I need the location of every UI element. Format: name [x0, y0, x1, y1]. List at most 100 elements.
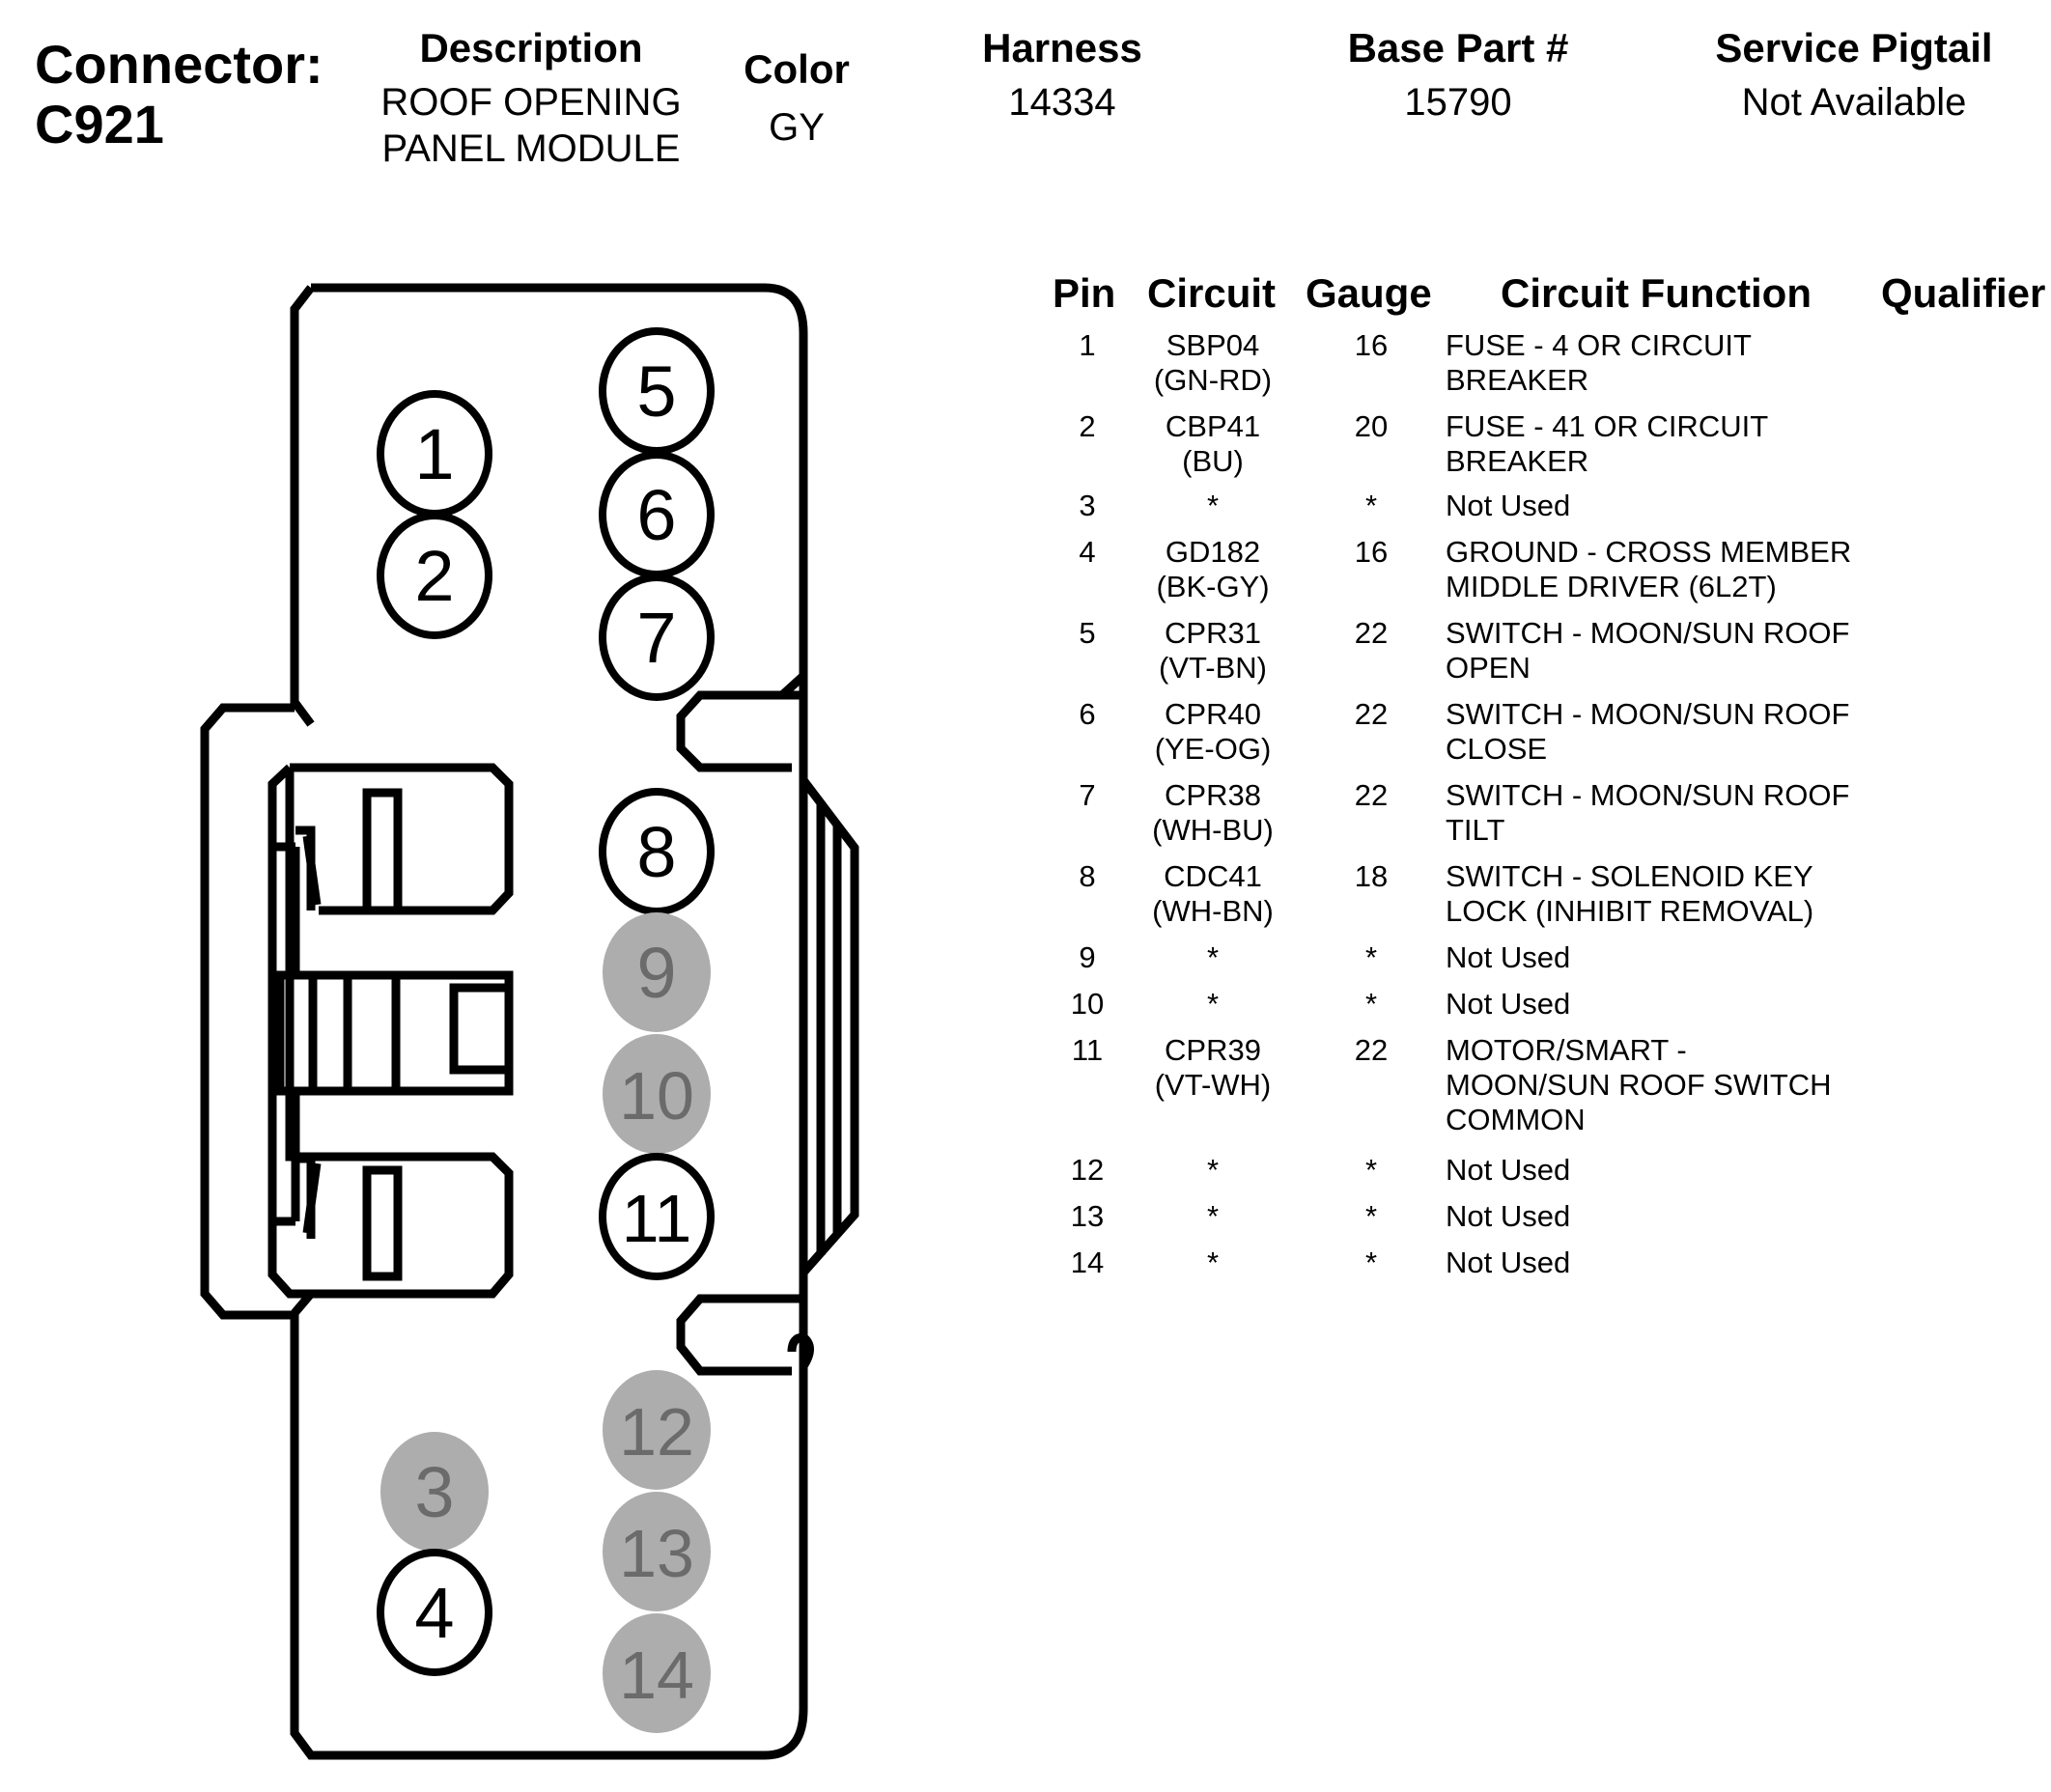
col-header-circuit: Circuit	[1147, 270, 1277, 316]
harness-value: 14334	[1008, 81, 1116, 124]
function-cell: Not Used	[1446, 987, 1571, 1021]
function-cell: SWITCH - MOON/SUN ROOF CLOSE	[1446, 697, 1850, 766]
pin-cavity-unused	[603, 1492, 711, 1611]
function-cell: Not Used	[1446, 1246, 1571, 1279]
description-line1: ROOF OPENING	[380, 81, 682, 124]
connector-label: Connector:	[35, 34, 323, 95]
right-ribbed-tab	[800, 777, 859, 1275]
description-block: Description ROOF OPENING PANEL MODULE	[357, 25, 705, 172]
harness-label: Harness	[982, 25, 1142, 70]
circuit-cell: *	[1206, 1199, 1220, 1233]
pin-cell: 6	[1079, 697, 1096, 731]
pin-2: 2	[377, 512, 492, 639]
circuit-cell: *	[1206, 940, 1220, 974]
circuit-cell: *	[1206, 1153, 1220, 1187]
gauge-cell: 20	[1354, 409, 1389, 443]
pin-number-label: 9	[636, 933, 676, 1013]
pin-number-label: 11	[622, 1181, 692, 1256]
gauge-cell: 22	[1354, 778, 1389, 812]
connector-housing	[200, 283, 859, 1760]
right-notch-bottom	[676, 1294, 803, 1376]
pin-13: 13	[603, 1492, 711, 1611]
pin-number-label: 10	[619, 1058, 694, 1134]
housing-outline	[290, 283, 808, 1760]
gauge-cell: *	[1364, 489, 1378, 522]
col-header-pin: Pin	[1053, 270, 1116, 316]
color-value: GY	[769, 106, 825, 149]
gauge-cell: 22	[1354, 1033, 1389, 1067]
function-cell: SWITCH - SOLENOID KEY LOCK (INHIBIT REMO…	[1446, 859, 1814, 928]
circuit-cell: CPR38 (WH-BU)	[1152, 778, 1274, 847]
connector-title: Connector: C921	[35, 35, 323, 154]
gauge-cell: 16	[1354, 328, 1389, 362]
circuit-cell: *	[1206, 987, 1220, 1021]
circuit-cell: GD182 (BK-GY)	[1156, 535, 1270, 603]
function-cell: SWITCH - MOON/SUN ROOF OPEN	[1446, 616, 1850, 685]
pin-cell: 4	[1079, 535, 1096, 569]
pin-number-label: 6	[636, 475, 676, 555]
pin-number-label: 2	[414, 536, 454, 616]
pin-cavity-used	[377, 1549, 492, 1676]
pin-number-label: 5	[636, 351, 676, 432]
pin-cell: 2	[1079, 409, 1096, 443]
pin-5: 5	[599, 327, 715, 455]
pin-cell: 10	[1070, 987, 1105, 1021]
pin-10: 10	[603, 1034, 711, 1154]
circuit-cell: SBP04 (GN-RD)	[1153, 328, 1273, 397]
gauge-cell: 22	[1354, 616, 1389, 650]
col-header-gauge: Gauge	[1306, 270, 1432, 316]
pin-cell: 3	[1079, 489, 1096, 522]
pin-cell: 8	[1079, 859, 1096, 893]
base-part-value: 15790	[1404, 81, 1512, 124]
function-cell: FUSE - 41 OR CIRCUIT BREAKER	[1446, 409, 1769, 478]
pin-6: 6	[599, 451, 715, 578]
function-cell: MOTOR/SMART - MOON/SUN ROOF SWITCH COMMO…	[1446, 1033, 1832, 1136]
pin-3: 3	[380, 1432, 489, 1552]
gauge-cell: *	[1364, 987, 1378, 1021]
circuit-cell: *	[1206, 1246, 1220, 1279]
circuit-cell: CPR40 (YE-OG)	[1154, 697, 1272, 766]
pin-cell: 5	[1079, 616, 1096, 650]
pin-4: 4	[377, 1549, 492, 1676]
service-pigtail-value: Not Available	[1741, 81, 1967, 124]
pin-number-label: 4	[414, 1573, 454, 1653]
pin-cell: 13	[1070, 1199, 1105, 1233]
connector-id: C921	[35, 94, 164, 154]
pin-number-label: 7	[636, 598, 676, 678]
pin-number-label: 3	[414, 1452, 454, 1532]
pin-1: 1	[377, 390, 492, 518]
circuit-cell: *	[1206, 489, 1220, 522]
pin-number-label: 8	[636, 812, 676, 892]
pin-cavity-used	[599, 574, 715, 701]
pin-cavity-unused	[603, 912, 711, 1032]
pin-number-label: 14	[619, 1638, 694, 1713]
function-cell: SWITCH - MOON/SUN ROOF TILT	[1446, 778, 1850, 847]
gauge-cell: 16	[1354, 535, 1389, 569]
base-part-label: Base Part #	[1347, 25, 1569, 70]
service-pigtail-label: Service Pigtail	[1715, 25, 1993, 70]
pin-7: 7	[599, 574, 715, 701]
function-cell: GROUND - CROSS MEMBER MIDDLE DRIVER (6L2…	[1446, 535, 1852, 603]
col-header-qualifier: Qualifier	[1881, 270, 2046, 316]
description-line2: PANEL MODULE	[381, 127, 681, 170]
function-cell: Not Used	[1446, 940, 1571, 974]
pin-8: 8	[599, 788, 715, 915]
description-label: Description	[419, 25, 643, 70]
pin-cavity-used	[599, 1153, 715, 1280]
function-cell: Not Used	[1446, 1153, 1571, 1187]
color-label: Color	[744, 46, 850, 92]
pin-cavity-used	[599, 788, 715, 915]
function-cell: FUSE - 4 OR CIRCUIT BREAKER	[1446, 328, 1752, 397]
pin-cavity-unused	[603, 1370, 711, 1490]
service-pigtail-block: Service Pigtail Not Available	[1680, 25, 2028, 126]
gauge-cell: *	[1364, 940, 1378, 974]
pin-cell: 1	[1079, 328, 1096, 362]
harness-block: Harness 14334	[946, 25, 1178, 126]
pin-cell: 9	[1079, 940, 1096, 974]
pin-11: 11	[599, 1153, 715, 1280]
gauge-cell: *	[1364, 1153, 1378, 1187]
pin-cell: 7	[1079, 778, 1096, 812]
pin-cavity-used	[377, 512, 492, 639]
left-latch-frame	[200, 703, 295, 1320]
